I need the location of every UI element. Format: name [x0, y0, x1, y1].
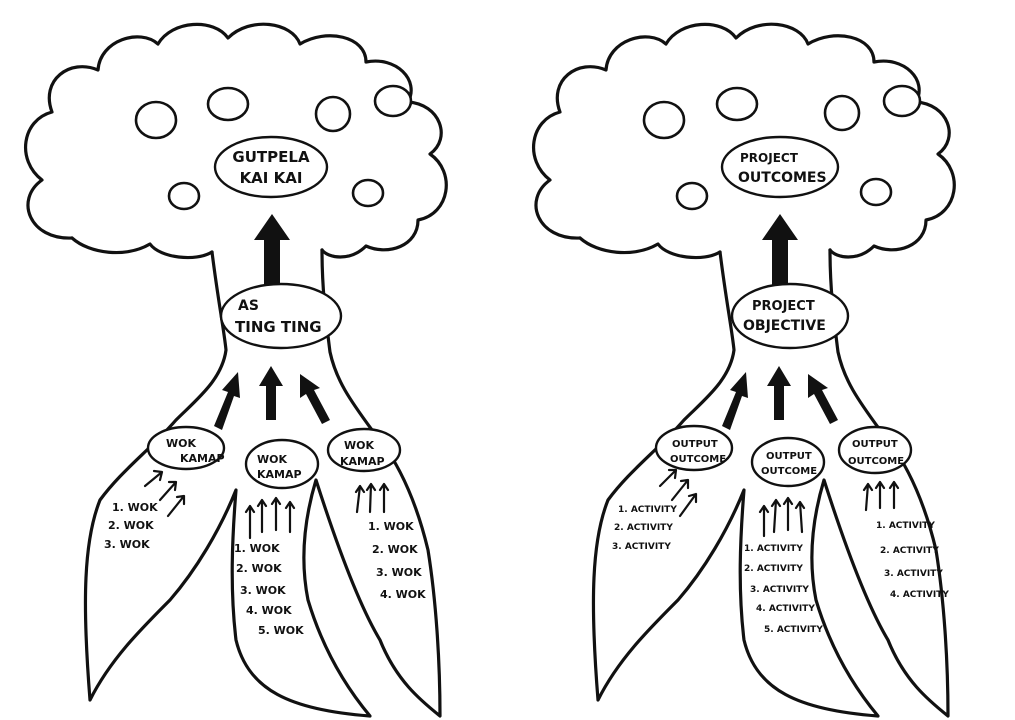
root-label-line-1: WOK	[344, 439, 374, 452]
fruit	[644, 102, 684, 138]
root-label-line-1: OUTPUT	[852, 439, 898, 450]
root-item: 4. ACTIVITY	[756, 604, 815, 614]
root-item: 2. WOK	[236, 562, 282, 575]
fruit	[136, 102, 176, 138]
root-item: 1. ACTIVITY	[876, 521, 935, 531]
root-item: 5. ACTIVITY	[764, 625, 823, 635]
root-label-line-2: KAMAP	[340, 455, 385, 468]
fruit	[717, 88, 757, 120]
fruit	[208, 88, 248, 120]
root-item: 2. WOK	[108, 519, 154, 532]
root-item: 4. ACTIVITY	[890, 590, 949, 600]
tree-left: GUTPELA KAI KAI AS TING TING WOK KAMAP W…	[26, 24, 447, 716]
arrow-up-icon	[722, 372, 748, 430]
tree-crown	[534, 24, 955, 257]
tree-crown	[26, 24, 447, 257]
fruit	[825, 96, 859, 130]
crown-label-bubble	[722, 137, 838, 197]
root-item: 3. ACTIVITY	[612, 542, 671, 552]
root-label-line-1: OUTPUT	[672, 439, 718, 450]
arrow-up-icon	[767, 366, 791, 420]
root-item: 3. WOK	[104, 538, 150, 551]
trunk-label-line-1: PROJECT	[752, 299, 815, 314]
fruit	[677, 183, 707, 209]
trunk-label-bubble	[732, 284, 848, 348]
root-item: 3. ACTIVITY	[884, 569, 943, 579]
trunk-label-line-2: OBJECTIVE	[743, 318, 826, 334]
root-label-line-2: KAMAP	[180, 452, 225, 465]
arrow-up-icon	[762, 214, 798, 290]
root-item: 1. WOK	[234, 542, 280, 555]
arrow-up-icon	[254, 214, 290, 290]
root-item: 5. WOK	[258, 624, 304, 637]
fruit	[884, 86, 920, 116]
root-label-line-2: OUTCOME	[848, 456, 904, 467]
root-item: 3. WOK	[240, 584, 286, 597]
root-item: 4. WOK	[380, 588, 426, 601]
tree-right: PROJECT OUTCOMES PROJECT OBJECTIVE OUTPU…	[534, 24, 955, 716]
fruit	[169, 183, 199, 209]
root-label-line-1: OUTPUT	[766, 451, 812, 462]
root-label-line-1: WOK	[166, 437, 196, 450]
trunk-label-bubble	[221, 284, 341, 348]
root-item: 1. ACTIVITY	[618, 505, 677, 515]
crown-label-line-1: GUTPELA	[232, 148, 310, 166]
crown-label-bubble	[215, 137, 327, 197]
root-label-bubble	[752, 438, 824, 486]
root-label-line-2: OUTCOME	[761, 466, 817, 477]
root-item: 1. WOK	[368, 520, 414, 533]
arrow-up-icon	[214, 372, 240, 430]
fruit	[375, 86, 411, 116]
root-item: 2. ACTIVITY	[614, 523, 673, 533]
root-item: 2. WOK	[372, 543, 418, 556]
root-label-line-2: KAMAP	[257, 468, 302, 481]
crown-label-line-2: KAI KAI	[240, 169, 303, 187]
fruit	[353, 180, 383, 206]
fruit	[316, 97, 350, 131]
root-item: 1. ACTIVITY	[744, 544, 803, 554]
fruit	[861, 179, 891, 205]
trunk-label-line-2: TING TING	[235, 318, 322, 336]
root-item: 2. ACTIVITY	[880, 546, 939, 556]
root-item: 2. ACTIVITY	[744, 564, 803, 574]
root-label-line-2: OUTCOME	[670, 454, 726, 465]
crown-label-line-1: PROJECT	[740, 151, 799, 165]
root-item: 3. WOK	[376, 566, 422, 579]
root-item: 4. WOK	[246, 604, 292, 617]
root-item: 3. ACTIVITY	[750, 585, 809, 595]
arrow-up-icon	[300, 374, 330, 424]
arrow-up-icon	[259, 366, 283, 420]
root-item: 1. WOK	[112, 501, 158, 514]
root-label-line-1: WOK	[257, 453, 287, 466]
crown-label-line-2: OUTCOMES	[738, 170, 827, 186]
arrow-up-icon	[808, 374, 838, 424]
trunk-label-line-1: AS	[238, 298, 259, 314]
